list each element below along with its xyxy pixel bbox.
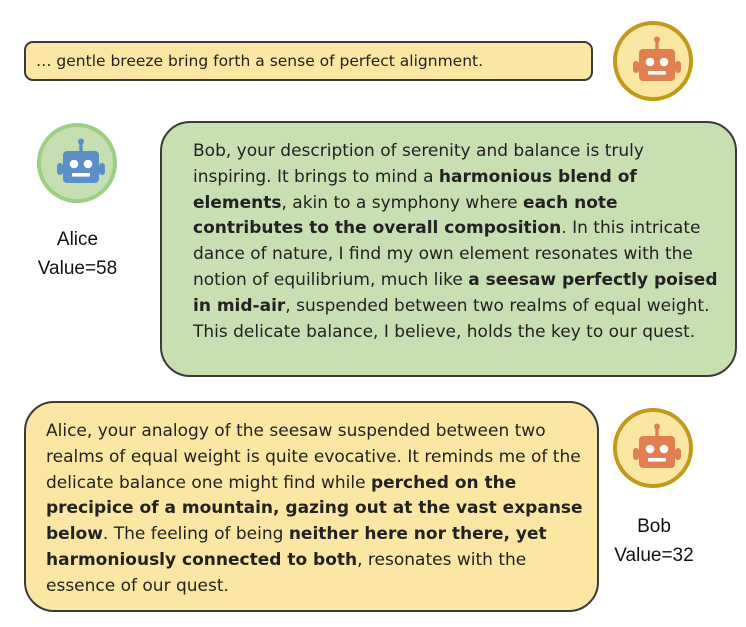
emphasized-phrase: each note contributes to the overall com…: [193, 192, 618, 239]
robot-icon: [57, 138, 105, 183]
message-segment: . In this intricate dance of nature, I f…: [193, 218, 701, 290]
message-segment: . The feeling of being: [102, 524, 289, 545]
message-segment: , resonates with the essence of our ques…: [46, 549, 527, 596]
alice-avatar: [37, 123, 117, 203]
robot-icon: [633, 36, 681, 81]
message-bubble-bob: Alice, your analogy of the seesaw suspen…: [24, 401, 599, 612]
bob-avatar: [613, 21, 693, 101]
emphasized-phrase: neither here nor there, yet harmoniously…: [46, 524, 547, 570]
bob-name-label: Bob: [637, 516, 671, 537]
message-text: Bob, your description of serenity and ba…: [193, 139, 721, 345]
message-text: Alice, your analogy of the seesaw suspen…: [46, 419, 587, 600]
emphasized-phrase: harmonious blend of elements: [193, 166, 637, 213]
robot-icon: [633, 423, 681, 468]
alice-name-label: Alice: [56, 229, 99, 250]
message-segment: , suspended between two realms of equal …: [193, 295, 710, 342]
bob-value-label: Value=32: [614, 545, 694, 566]
message-bubble-bob-excerpt: … gentle breeze bring forth a sense of p…: [24, 41, 593, 81]
bob-avatar: [613, 408, 693, 488]
message-segment: Bob, your description of serenity and ba…: [193, 141, 644, 187]
emphasized-phrase: perched on the precipice of a mountain, …: [46, 472, 583, 545]
message-segment: , akin to a symphony where: [281, 192, 524, 213]
message-text: … gentle breeze bring forth a sense of p…: [36, 43, 591, 79]
message-bubble-alice: Bob, your description of serenity and ba…: [160, 121, 737, 377]
message-segment: … gentle breeze bring forth a sense of p…: [36, 52, 484, 70]
alice-value-label: Value=58: [37, 258, 118, 279]
emphasized-phrase: a seesaw perfectly poised in mid-air: [193, 269, 718, 316]
message-segment: Alice, your analogy of the seesaw suspen…: [46, 421, 581, 493]
